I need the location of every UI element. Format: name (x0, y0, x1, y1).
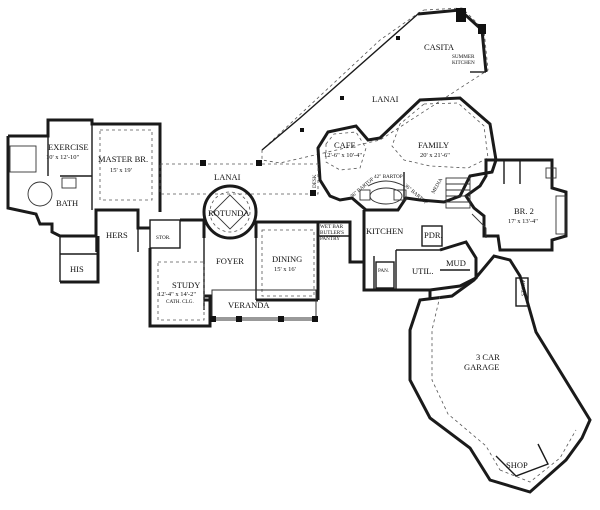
casita-post (396, 36, 400, 40)
wetbar-line3: PANTRY (320, 236, 340, 242)
kitchen-label: KITCHEN (366, 226, 403, 236)
bartop-36b-label: 36" BARTOP (403, 183, 429, 206)
family-label: FAMILY (418, 140, 449, 150)
summer-kitchen-label: KITCHEN (452, 60, 475, 66)
study-label: STUDY (172, 280, 200, 290)
summer-label: SUMMER (452, 54, 475, 60)
stoop-label: STOOP (521, 280, 527, 296)
bartop-42-label: 42" BARTOP (374, 174, 403, 180)
lanai-post-2 (300, 128, 304, 132)
lanai-post-1 (340, 96, 344, 100)
family-cafe-block (316, 96, 498, 212)
tub (9, 145, 37, 173)
stor-label: STOR. (156, 235, 170, 241)
casita-column-e (478, 24, 486, 34)
br2-label: BR. 2 (514, 206, 534, 216)
bartop-36a-label: 36" BARTOP (349, 176, 375, 199)
room-labels: EXERCISE 10' x 12'-10" MASTER BR. 15' x … (46, 42, 538, 470)
family-dims: 20' x 21'-6" (420, 152, 450, 159)
dining-dims: 15' x 16' (274, 266, 296, 273)
shop-label: SHOP (506, 460, 528, 470)
garage-wing (408, 254, 592, 494)
exercise-label: EXERCISE (48, 142, 89, 152)
casita-wing (261, 7, 489, 164)
mud-label: MUD (446, 258, 466, 268)
garage-line2: GARAGE (464, 362, 499, 372)
wetbar-line2: BUTLER'S (320, 230, 344, 236)
exercise-dims: 10' x 12'-10" (46, 154, 80, 161)
his-label: HIS (70, 264, 84, 274)
cafe-label: CAFE (334, 140, 356, 150)
dining-label: DINING (272, 254, 302, 264)
pdr-label: PDR. (424, 230, 443, 240)
veranda-label: VERANDA (228, 300, 270, 310)
lanai-lower-label: LANAI (214, 172, 241, 182)
shower (27, 181, 53, 207)
pan-label: PAN. (378, 268, 389, 274)
study-note: CATH. CLG. (166, 299, 194, 305)
br2-dims: 17' x 13'-4" (508, 218, 538, 225)
br2-wing (445, 158, 568, 252)
util-label: UTIL. (412, 266, 433, 276)
bath-label: BATH (56, 198, 78, 208)
cafe-dims: 12'-6" x 10'-4" (324, 152, 362, 159)
lanai-upper-label: LANAI (372, 94, 399, 104)
casita-column-ne (456, 8, 466, 22)
desk-label: DESK (312, 174, 318, 188)
foyer-label: FOYER (216, 256, 244, 266)
master-dims: 15' x 19' (110, 167, 132, 174)
casita-label: CASITA (424, 42, 455, 52)
wetbar-line1: WET BAR (320, 224, 344, 230)
main-core (6, 118, 478, 328)
study-dims: 12'-4" x 14'-2" (158, 291, 196, 298)
hers-label: HERS (106, 230, 128, 240)
master-label: MASTER BR. (98, 154, 148, 164)
rotunda-label: ROTUNDA (208, 208, 250, 218)
rotunda-wall (202, 184, 258, 240)
garage-line1: 3 CAR (476, 352, 500, 362)
media-label: MEDIA (431, 177, 445, 195)
